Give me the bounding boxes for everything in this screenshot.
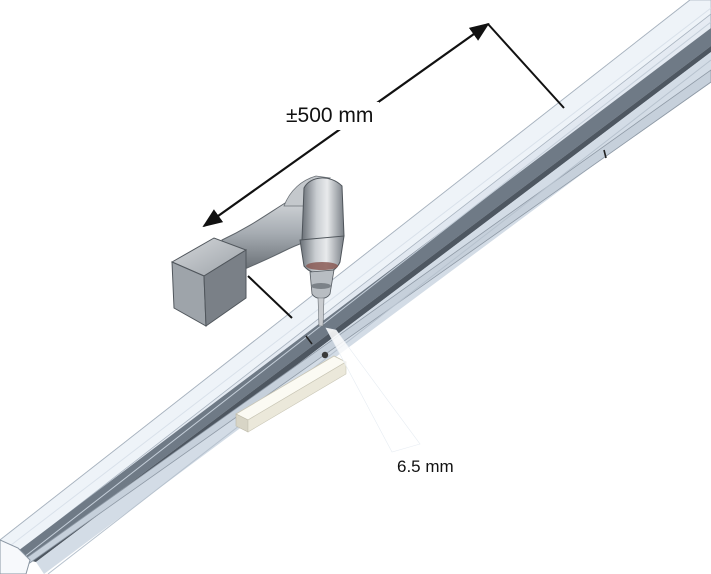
spindle-band [306, 262, 338, 270]
rail-line-2 [9, 21, 711, 569]
drill-bit [317, 297, 325, 327]
rail-end-section [0, 539, 31, 574]
travel-range-label: ±500 mm [280, 102, 380, 130]
rail-tick-mark [603, 149, 607, 159]
robot-arm [170, 175, 345, 327]
extension-line-left [247, 275, 293, 319]
workpiece-block [235, 351, 347, 433]
rail-lower-lip [3, 69, 711, 574]
extension-line-right [487, 23, 565, 109]
drilling-depth-label: 6.5 mm [392, 455, 459, 479]
robot-head [301, 177, 345, 246]
drilled-hole [321, 351, 329, 359]
reference-tick [305, 335, 313, 345]
laser-beam [325, 327, 421, 453]
rail-line-1 [47, 59, 711, 574]
robot-box-side [203, 249, 247, 327]
rail-groove-shadow [28, 46, 711, 562]
chuck-ring [311, 283, 331, 289]
rail-line-3 [1, 7, 711, 553]
rail-dark-groove [6, 28, 711, 560]
workpiece-side [247, 361, 347, 433]
rail-top-flange [0, 0, 711, 561]
